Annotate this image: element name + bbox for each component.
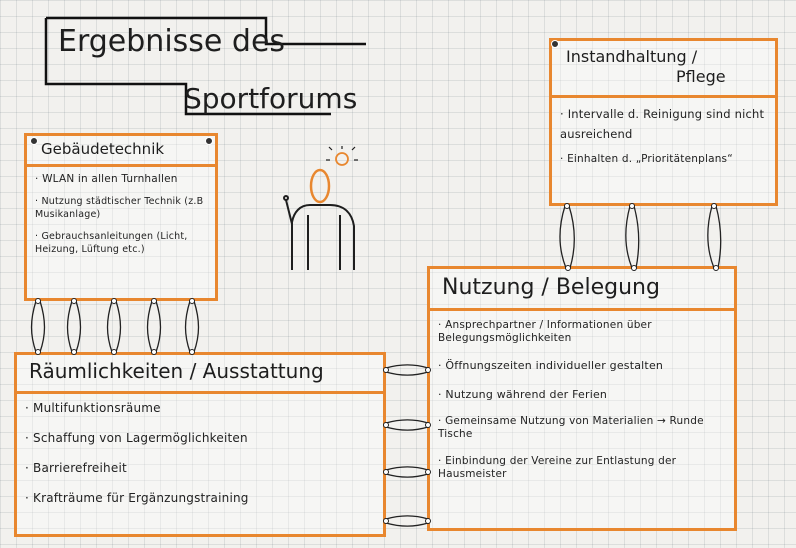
- gebaeudetechnik-title: Gebäudetechnik: [27, 136, 215, 167]
- lightbulb-icon: [326, 146, 358, 166]
- list-item: Schaffung von Lagermöglichkeiten: [25, 432, 375, 445]
- list-item: Barrierefreiheit: [25, 462, 375, 475]
- list-item: Öffnungszeiten individueller gestalten: [438, 359, 726, 372]
- instandhaltung-title-line-1: Instandhaltung /: [566, 47, 698, 66]
- list-item: Intervalle d. Reinigung sind nicht ausre…: [560, 104, 767, 144]
- main-title: Ergebnisse des Sportforums: [36, 14, 366, 124]
- instandhaltung-title-line-2: Pflege: [676, 67, 726, 86]
- title-line-2: Sportforums: [184, 82, 358, 115]
- list-item: Multifunktionsräume: [25, 402, 375, 415]
- connector-link: [30, 300, 200, 353]
- pin-icon: [551, 40, 559, 48]
- nutzung-title: Nutzung / Belegung: [430, 269, 734, 311]
- list-item: Gemeinsame Nutzung von Materialien → Run…: [438, 415, 726, 441]
- list-item: Nutzung städtischer Technik (z.B Musikan…: [35, 195, 207, 221]
- list-item: Einhalten d. „Prioritätenplans“: [560, 153, 767, 166]
- pin-icon: [205, 137, 213, 145]
- title-line-1: Ergebnisse des: [58, 24, 286, 59]
- list-item: Einbindung der Vereine zur Entlastung de…: [438, 455, 726, 481]
- gebaeudetechnik-box: Gebäudetechnik WLAN in allen Turnhallen …: [24, 133, 218, 301]
- list-item: Krafträume für Ergänzungstraining: [25, 492, 375, 505]
- list-item: Gebrauchsanleitungen (Licht, Heizung, Lü…: [35, 230, 207, 256]
- list-item: Ansprechpartner / Informationen über Bel…: [438, 319, 726, 345]
- nutzung-box: Nutzung / Belegung Ansprechpartner / Inf…: [427, 266, 737, 531]
- list-item: Nutzung während der Ferien: [438, 388, 726, 401]
- pin-icon: [30, 137, 38, 145]
- list-item: WLAN in allen Turnhallen: [35, 173, 207, 186]
- instandhaltung-title: Instandhaltung / Pflege: [552, 41, 775, 98]
- raeumlichkeiten-title: Räumlichkeiten / Ausstattung: [17, 355, 383, 394]
- connector-link: [385, 364, 429, 527]
- connector-link: [559, 205, 722, 269]
- stick-figure-icon: [283, 168, 355, 270]
- raeumlichkeiten-box: Räumlichkeiten / Ausstattung Multifunkti…: [14, 352, 386, 537]
- instandhaltung-box: Instandhaltung / Pflege Intervalle d. Re…: [549, 38, 778, 206]
- title-frame: [44, 16, 366, 116]
